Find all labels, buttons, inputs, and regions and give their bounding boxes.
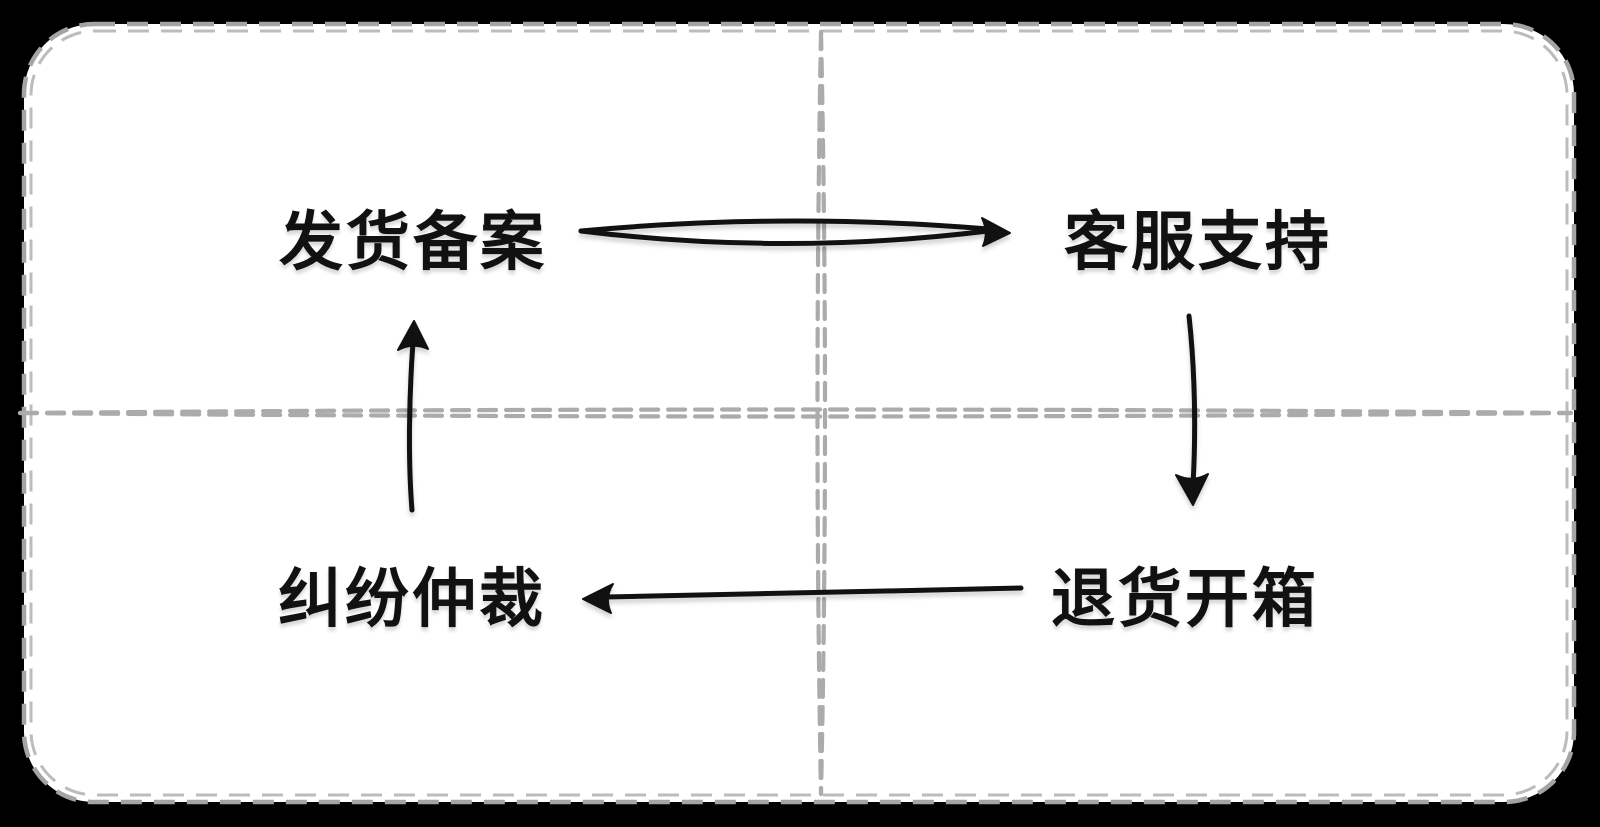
node-shipping-record: 发货备案 xyxy=(279,206,547,280)
vertical-divider xyxy=(818,29,828,797)
vertical-divider xyxy=(815,29,824,797)
arrowhead-right-icon xyxy=(981,217,1011,247)
arrowhead-up-icon xyxy=(397,320,429,351)
arrow-dispute-to-shipping xyxy=(397,320,429,513)
node-return-unboxing: 退货开箱 xyxy=(1051,563,1319,637)
node-customer-support: 客服支持 xyxy=(1064,206,1332,280)
horizontal-divider xyxy=(17,410,1574,419)
panel-background xyxy=(24,24,1574,802)
arrowhead-down-icon xyxy=(1175,473,1209,506)
horizontal-divider xyxy=(17,407,1574,416)
arrow-return-to-dispute xyxy=(582,583,1024,614)
arrowhead-left-icon xyxy=(582,583,614,614)
flow-arrows xyxy=(397,217,1209,614)
quadrant-dividers xyxy=(17,29,1574,797)
panel xyxy=(21,21,1577,805)
arrow-shipping-to-support xyxy=(578,217,1011,247)
arrow-support-to-return xyxy=(1175,313,1209,506)
node-dispute-arbitration: 纠纷仲裁 xyxy=(278,563,546,637)
